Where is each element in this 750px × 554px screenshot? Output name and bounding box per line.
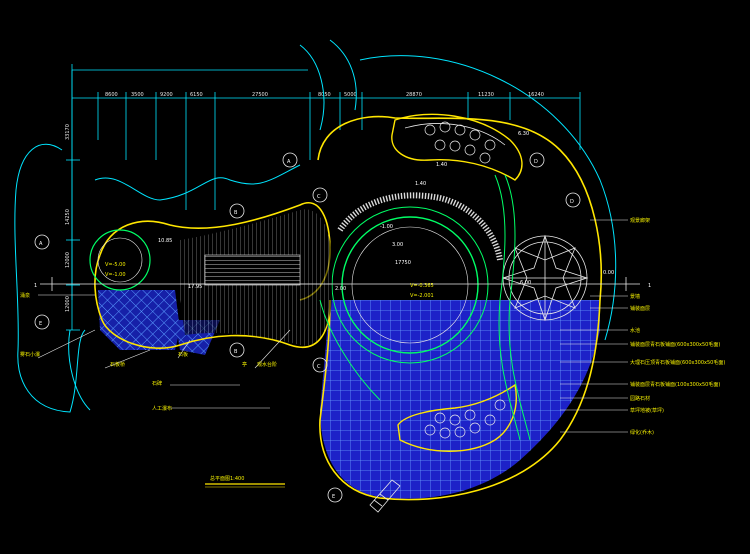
- svg-text:D: D: [570, 199, 574, 205]
- dim-label: 27500: [252, 92, 268, 98]
- left-dimension-labels: 33170 14250 12000 12000: [65, 124, 71, 312]
- svg-text:C: C: [317, 364, 321, 370]
- left-callouts: 涌泉 雾石小瀑 石板桥 石板 石碑 人工瀑布 亭 观水台阶: [20, 292, 277, 412]
- callout-pavilion: 亭: [242, 361, 247, 368]
- central-canal: [180, 209, 332, 346]
- svg-text:-1.00: -1.00: [380, 224, 393, 230]
- left-bulb: [89, 229, 151, 291]
- svg-text:C: C: [317, 194, 321, 200]
- section-mark-right: 1: [648, 283, 651, 289]
- callout-paving-spec-1: 铺装面层青石板铺面(600x300x50毛面): [630, 341, 720, 348]
- dim-label: 28870: [406, 92, 422, 98]
- svg-text:0.00: 0.00: [603, 270, 614, 276]
- callout-markers: [34, 152, 581, 503]
- top-dimension-labels: 8600 3500 9200 6150 27500 8050 5000 2887…: [105, 92, 544, 98]
- callout-viewing-steps: 观水台阶: [257, 361, 277, 368]
- callout-pool: 水池: [630, 327, 640, 334]
- callout-stone-bridge: 石板桥: [110, 361, 125, 368]
- left-dimension-chain: [66, 70, 80, 331]
- callout-marker-letters: A A B B C C D D E E: [39, 159, 574, 500]
- callout-coping-spec: 大理石压顶青石板铺面(600x300x50毛面): [630, 359, 725, 366]
- callout-spring: 涌泉: [20, 292, 30, 299]
- svg-text:V=-2.001: V=-2.001: [410, 293, 434, 299]
- callout-path-stone: 园路石材: [630, 395, 650, 402]
- svg-text:6.00: 6.00: [520, 280, 531, 286]
- svg-text:2.00: 2.00: [335, 286, 346, 292]
- dim-label: 16240: [528, 92, 544, 98]
- svg-text:17.95: 17.95: [188, 284, 202, 290]
- svg-text:3.00: 3.00: [392, 242, 403, 248]
- svg-text:A: A: [39, 241, 43, 247]
- callout-paving-spec-2: 铺装面层青石板铺面(100x300x50毛面): [630, 381, 720, 388]
- right-callouts: 观景廊架 景墙 铺装面层 水池 铺装面层青石板铺面(600x300x50毛面) …: [630, 217, 725, 436]
- callout-artificial-waterfall: 人工瀑布: [152, 405, 172, 412]
- dim-label: 11230: [478, 92, 494, 98]
- svg-text:V=-1.00: V=-1.00: [105, 272, 126, 278]
- green-paths: [319, 174, 531, 441]
- drawing-title-block: 总平面图1:400: [205, 475, 285, 488]
- section-axis: [40, 277, 640, 291]
- dim-label: 8050: [318, 92, 331, 98]
- dim-label: 12000: [65, 252, 71, 268]
- dim-label: 14250: [65, 209, 71, 225]
- top-curved-pavilion: [391, 113, 523, 181]
- svg-text:A: A: [287, 159, 291, 165]
- dim-label: 33170: [65, 124, 71, 140]
- callout-paving: 铺装面层: [630, 305, 650, 312]
- callout-stone-stele: 石碑: [152, 380, 162, 387]
- svg-text:1.40: 1.40: [415, 181, 426, 187]
- svg-text:E: E: [39, 321, 42, 327]
- callout-greening: 绿化(乔木): [630, 429, 654, 436]
- dim-label: 3500: [131, 92, 144, 98]
- dim-label: 12000: [65, 296, 71, 312]
- svg-text:6.30: 6.30: [518, 131, 529, 137]
- dim-label: 9200: [160, 92, 173, 98]
- callout-lawn: 草坪地被(草坪): [630, 407, 664, 414]
- callout-feature-wall: 景墙: [630, 293, 640, 300]
- svg-text:E: E: [332, 494, 335, 500]
- pergola-star: [501, 234, 589, 322]
- svg-text:B: B: [234, 210, 238, 216]
- svg-text:B: B: [234, 349, 238, 355]
- bottom-bridge: [369, 479, 401, 513]
- elevation-labels: V=-5.00 V=-1.00 V=-0.365 V=-2.001 10.85 …: [105, 131, 614, 299]
- callout-pergola: 观景廊架: [630, 217, 650, 224]
- svg-text:1.40: 1.40: [436, 162, 447, 168]
- water-area-right: [320, 300, 600, 499]
- callout-stone-slab: 石板: [178, 351, 188, 358]
- svg-text:10.85: 10.85: [158, 238, 172, 244]
- left-leaders: [37, 294, 291, 409]
- dim-label: 6150: [190, 92, 203, 98]
- svg-text:D: D: [534, 159, 538, 165]
- dim-label: 5000: [344, 92, 357, 98]
- svg-text:17750: 17750: [395, 260, 411, 266]
- svg-text:V=-5.00: V=-5.00: [105, 262, 126, 268]
- bottom-curved-pavilion: [397, 383, 517, 452]
- drawing-title: 总平面图1:400: [210, 475, 244, 482]
- dim-label: 8600: [105, 92, 118, 98]
- right-leaders: [560, 219, 628, 433]
- callout-mist-waterfall: 雾石小瀑: [20, 351, 40, 358]
- site-boundary: [14, 39, 617, 413]
- svg-text:V=-0.365: V=-0.365: [410, 283, 434, 289]
- section-mark-left: 1: [34, 283, 37, 289]
